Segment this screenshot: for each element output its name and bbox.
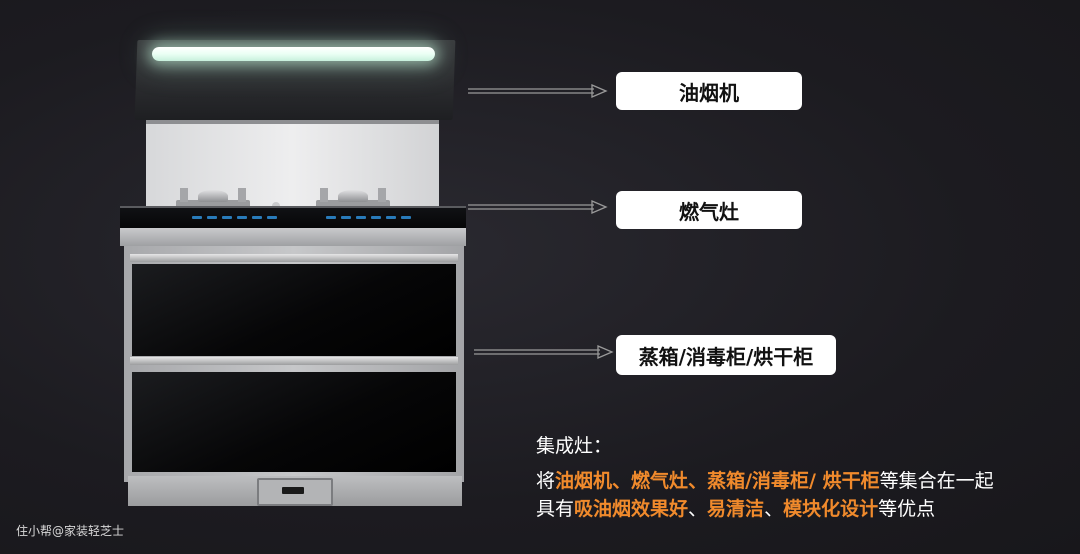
label-gas-stove: 燃气灶 (616, 191, 802, 229)
right-control-panel (326, 212, 411, 224)
left-control-panel (192, 212, 277, 224)
description-line-2: 具有吸油烟效果好、易清洁、模块化设计等优点 (536, 495, 935, 523)
line2-sep-2: 、 (764, 498, 784, 520)
label-cabinet: 蒸箱/消毒柜/烘干柜 (616, 335, 836, 375)
line1-sep-1: 、 (612, 470, 632, 492)
arrow-hood-icon (468, 84, 608, 98)
description-title: 集成灶： (536, 435, 613, 457)
line2-sep-1: 、 (688, 498, 708, 520)
line2-highlight-clean: 易清洁 (707, 498, 765, 520)
range-hood-light (152, 47, 435, 61)
arrow-cabinet-icon (474, 345, 614, 359)
line2-highlight-modular: 模块化设计 (783, 498, 879, 520)
upper-cabinet-door (132, 264, 456, 356)
arrow-stove-icon (468, 200, 608, 214)
line2-suffix: 等优点 (878, 498, 936, 520)
lower-cabinet-door (132, 372, 456, 472)
left-burner (176, 186, 250, 208)
line2-prefix: 具有 (536, 498, 575, 520)
description-line-1: 将油烟机、燃气灶、蒸箱/消毒柜/ 烘干柜等集合在一起 (536, 467, 994, 495)
label-range-hood: 油烟机 (616, 72, 802, 110)
line1-prefix: 将 (536, 470, 556, 492)
line1-highlight-cabinet: 蒸箱/消毒柜/ 烘干柜 (707, 470, 880, 492)
base-vent-slot (282, 487, 304, 494)
line1-highlight-hood: 油烟机 (555, 470, 613, 492)
cooktop-edge (120, 228, 466, 246)
line1-highlight-stove: 燃气灶 (631, 470, 689, 492)
line2-highlight-suction: 吸油烟效果好 (574, 498, 689, 520)
upper-door-handle (130, 254, 458, 262)
cooktop (120, 206, 466, 230)
lower-door-handle (130, 357, 458, 365)
backsplash (146, 124, 439, 208)
line1-sep-2: 、 (688, 470, 708, 492)
line1-suffix: 等集合在一起 (879, 470, 994, 492)
right-burner (316, 186, 390, 208)
watermark: 住小帮@家装轻芝士 (16, 524, 125, 538)
backsplash-trim (146, 120, 439, 125)
